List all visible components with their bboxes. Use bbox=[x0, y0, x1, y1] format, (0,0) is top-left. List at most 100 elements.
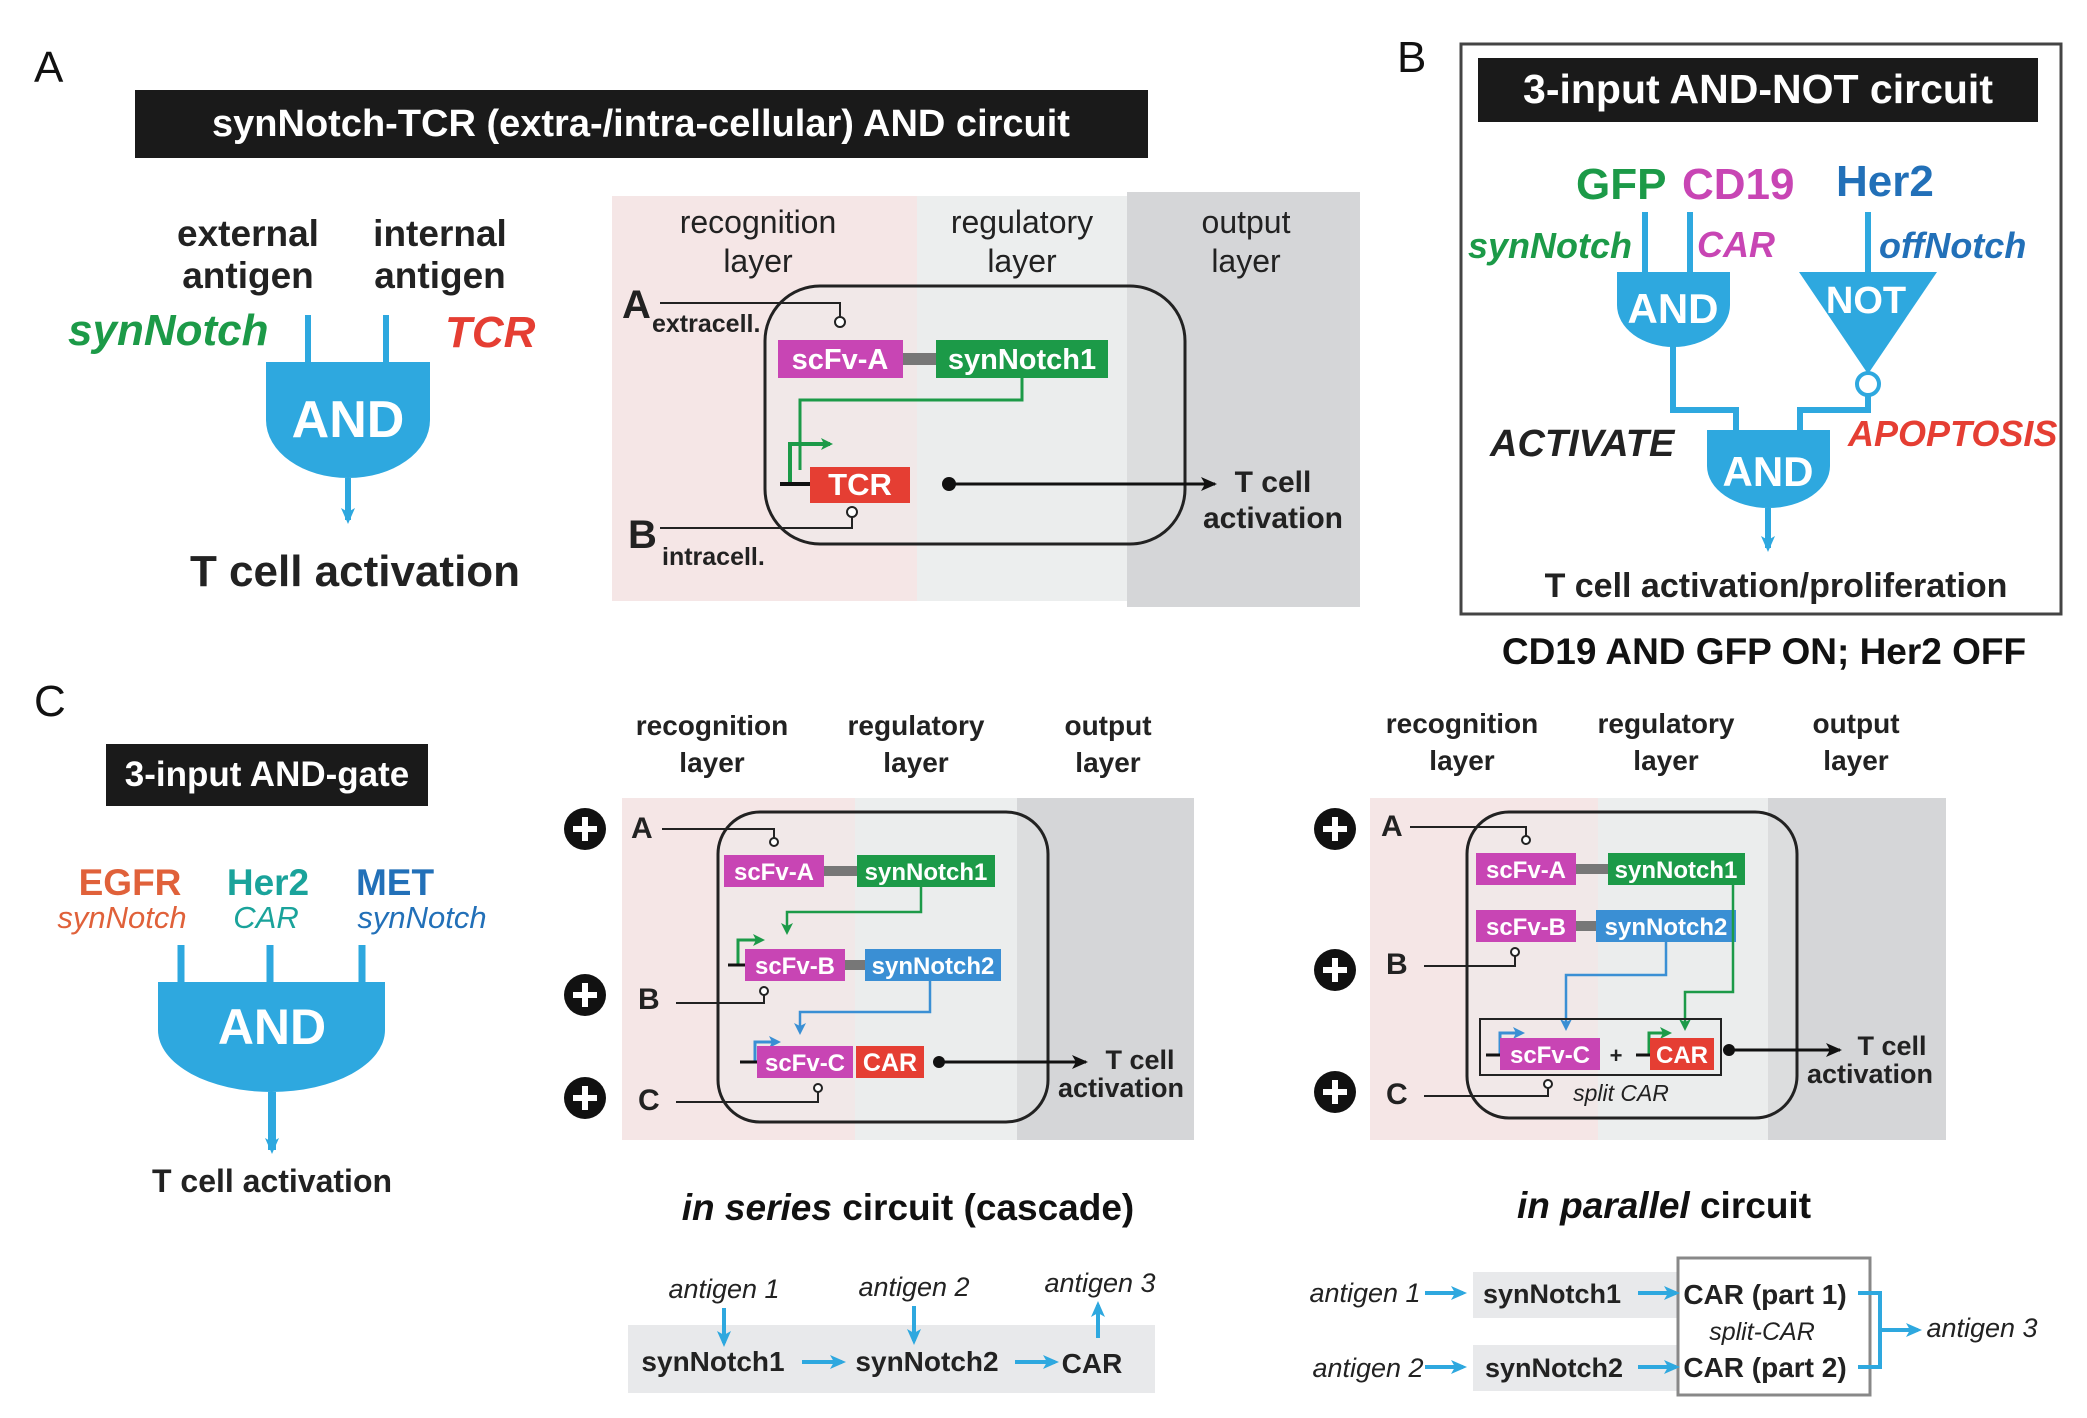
layer-label-regulatory-2: layer bbox=[987, 243, 1057, 279]
split-car-bracket bbox=[1479, 1018, 1722, 1076]
parallel-layer-output-2: layer bbox=[1823, 745, 1888, 776]
series-synnotch1-box bbox=[857, 855, 995, 887]
and-gate-label: AND bbox=[292, 391, 405, 449]
parallel-scfv-b-box bbox=[1476, 910, 1576, 942]
parallel-flow-split-car: split-CAR bbox=[1709, 1318, 1815, 1346]
internal-antigen-label-1: internal bbox=[373, 213, 507, 254]
layer-label-recognition-2: layer bbox=[723, 243, 793, 279]
series-flow-bg bbox=[628, 1325, 1155, 1393]
her2-label: Her2 bbox=[1836, 157, 1934, 206]
series-caption: in series circuit (cascade) bbox=[682, 1187, 1134, 1228]
scfv-a-label: scFv-A bbox=[792, 344, 889, 376]
gfp-label: GFP bbox=[1576, 160, 1666, 209]
parallel-synnotch2-label: synNotch2 bbox=[1605, 914, 1728, 941]
series-input-a: A bbox=[631, 812, 653, 845]
synnotch-receptor-label: synNotch bbox=[68, 306, 268, 355]
series-scfv-c-label: scFv-C bbox=[765, 1050, 845, 1077]
input-b-letter: B bbox=[628, 513, 657, 557]
parallel-circuit: recognition layer regulatory layer outpu… bbox=[1309, 708, 2038, 1397]
series-flow-antigen1: antigen 1 bbox=[668, 1274, 779, 1304]
series-scfv-b-box bbox=[745, 949, 845, 981]
series-synnotch2-label: synNotch2 bbox=[872, 953, 995, 980]
output-label-line1: T cell bbox=[1235, 466, 1312, 499]
parallel-layer-output: output bbox=[1812, 708, 1899, 739]
input-a-receptor-tip bbox=[834, 316, 846, 328]
panel-c-title: 3-input AND-gate bbox=[125, 755, 410, 794]
parallel-input-c: C bbox=[1386, 1078, 1408, 1111]
not-to-and2-wire bbox=[1797, 395, 1871, 432]
series-synnotch2-box bbox=[865, 949, 1001, 981]
parallel-flow-synnotch2: synNotch2 bbox=[1485, 1353, 1623, 1383]
input-a-subscript: extracell. bbox=[652, 310, 760, 338]
series-synnotch1-label: synNotch1 bbox=[865, 859, 988, 886]
parallel-synnotch1-box bbox=[1608, 853, 1745, 885]
parallel-split-car-label: split CAR bbox=[1573, 1080, 1669, 1106]
series-layer-output: output bbox=[1064, 710, 1151, 741]
series-flow-antigen2: antigen 2 bbox=[858, 1272, 969, 1302]
input-a-letter: A bbox=[622, 283, 651, 327]
series-input-a-wire bbox=[662, 828, 775, 838]
series-layer-output-2: layer bbox=[1075, 747, 1140, 778]
and-gate-1-shape bbox=[1617, 272, 1730, 347]
external-antigen-label-2: antigen bbox=[182, 255, 314, 296]
t-cell-activation-label-c: T cell activation bbox=[152, 1163, 392, 1199]
her2-label: Her2 bbox=[227, 862, 309, 903]
parallel-layer-regulatory-2: layer bbox=[1633, 745, 1698, 776]
series-output-line2: activation bbox=[1058, 1073, 1184, 1103]
parallel-input-a-tip bbox=[1521, 835, 1531, 845]
series-scfv-a-label: scFv-A bbox=[734, 859, 814, 886]
tcr-box bbox=[810, 467, 910, 503]
and-gate-2-label: AND bbox=[1723, 448, 1814, 495]
series-input-b-wire bbox=[676, 995, 765, 1004]
egfr-receptor: synNotch bbox=[57, 900, 186, 935]
parallel-plus-sign: + bbox=[1610, 1043, 1623, 1068]
series-input-b: B bbox=[638, 983, 660, 1016]
not-gate-shape bbox=[1799, 272, 1937, 374]
output-label-line2: activation bbox=[1203, 502, 1343, 535]
synnotch-label: synNotch bbox=[1468, 225, 1632, 266]
parallel-flow-synnotch1: synNotch1 bbox=[1483, 1279, 1621, 1309]
tcr-label: TCR bbox=[828, 467, 892, 502]
parallel-plus-c bbox=[1314, 1071, 1356, 1113]
parallel-input-a: A bbox=[1381, 810, 1403, 843]
parallel-scfv-c-box bbox=[1500, 1038, 1600, 1070]
car-label: CAR bbox=[1697, 224, 1775, 265]
tcr-promoter-arrow bbox=[788, 438, 833, 484]
series-flow-car: CAR bbox=[1062, 1348, 1123, 1379]
panel-b-frame bbox=[1459, 42, 2063, 616]
parallel-linker-2 bbox=[1576, 921, 1596, 931]
parallel-flow-antigen2: antigen 2 bbox=[1312, 1353, 1423, 1383]
met-label: MET bbox=[356, 862, 435, 903]
synnotch1-label: synNotch1 bbox=[948, 344, 1096, 376]
synnotch-to-tcr-arrow bbox=[798, 378, 1024, 470]
parallel-input-b: B bbox=[1386, 948, 1408, 981]
parallel-flow-antigen3: antigen 3 bbox=[1926, 1313, 2037, 1343]
series-flow-antigen3: antigen 3 bbox=[1044, 1268, 1155, 1298]
her2-receptor: CAR bbox=[233, 900, 298, 935]
parallel-caption: in parallel circuit bbox=[1517, 1185, 1811, 1226]
panel-a-title-bar bbox=[135, 90, 1148, 158]
and-not-gate-diagram: GFP CD19 Her2 synNotch CAR offNotch AND … bbox=[1468, 157, 2057, 605]
parallel-flow-antigen1: antigen 1 bbox=[1309, 1278, 1420, 1308]
series-car-label: CAR bbox=[863, 1049, 917, 1077]
panel-c-letter: C bbox=[34, 677, 66, 726]
panel-a-circuit: recognition layer regulatory layer outpu… bbox=[612, 192, 1360, 607]
parallel-notch1-arrow bbox=[1679, 885, 1735, 1031]
layer-label-recognition: recognition bbox=[680, 204, 837, 240]
layer-label-output: output bbox=[1202, 204, 1291, 240]
layer-label-output-2: layer bbox=[1211, 243, 1281, 279]
parallel-input-a-wire bbox=[1410, 826, 1527, 836]
parallel-flow-car1: CAR (part 1) bbox=[1683, 1279, 1846, 1310]
met-receptor: synNotch bbox=[357, 900, 486, 935]
parallel-car-label: CAR bbox=[1656, 1042, 1708, 1069]
parallel-input-c-wire bbox=[1424, 1088, 1549, 1097]
and-gate-shape bbox=[266, 362, 430, 478]
series-plus-a bbox=[564, 808, 606, 850]
parallel-car-box bbox=[1650, 1038, 1714, 1070]
series-plus-c bbox=[564, 1077, 606, 1119]
panel-a-letter: A bbox=[34, 43, 64, 92]
series-layer-recognition-2: layer bbox=[679, 747, 744, 778]
parallel-layer-recognition: recognition bbox=[1386, 708, 1538, 739]
series-scfv-a-box bbox=[724, 855, 824, 887]
